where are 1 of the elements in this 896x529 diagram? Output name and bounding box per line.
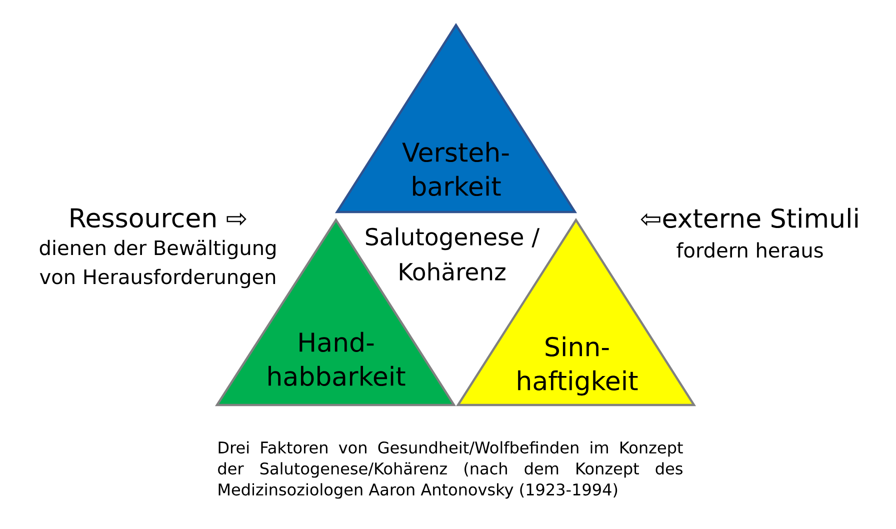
caption: Drei Faktoren von Gesundheit/Wolfbefinden im Konzept der Salutogenese/Kohärenz (nach dem Konzept des Medizinsoziologen Aaron Antonovsky (1923-1994): [218, 441, 683, 499]
